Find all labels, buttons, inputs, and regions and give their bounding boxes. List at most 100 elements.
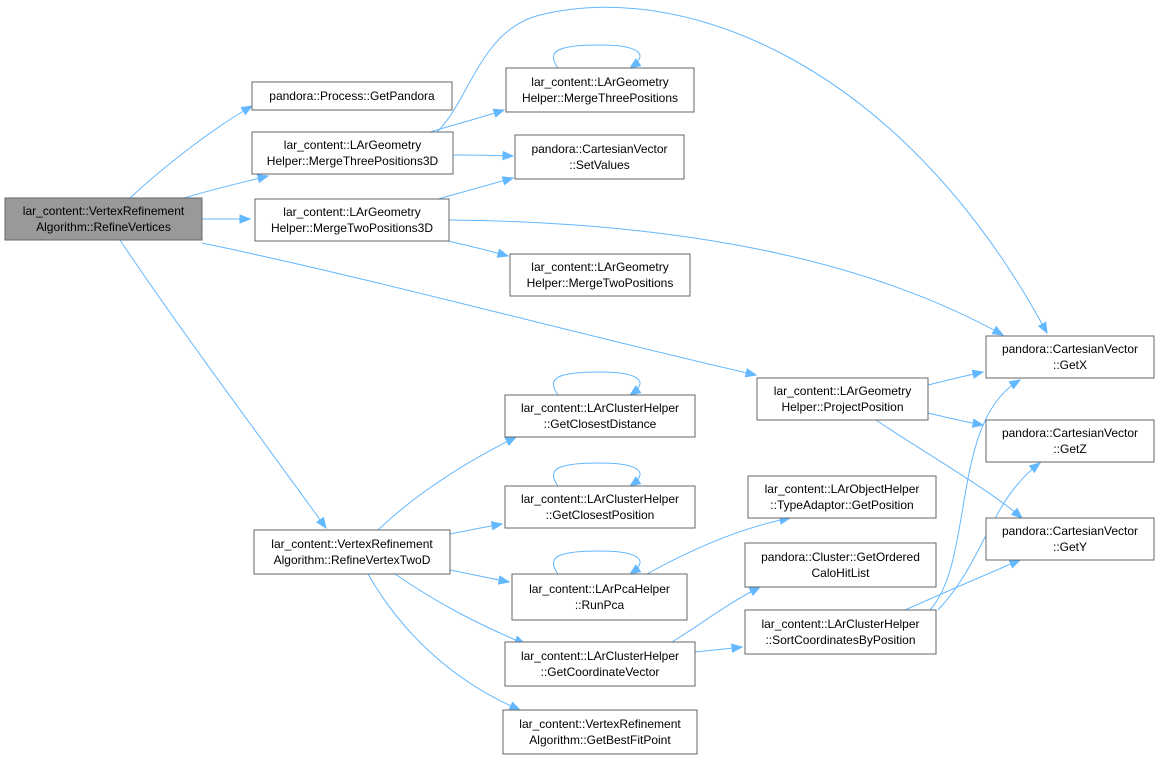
edge-get-closest-distance-to-get-closest-distance bbox=[552, 371, 642, 396]
edge-sort-coordinates-by-position-to-get-y bbox=[904, 559, 1022, 611]
edge-line bbox=[377, 436, 517, 531]
arrowhead-icon bbox=[496, 248, 510, 258]
arrowhead-icon bbox=[497, 575, 511, 585]
node-box bbox=[251, 131, 454, 175]
arrowhead-icon bbox=[501, 176, 515, 186]
node-box bbox=[744, 542, 937, 588]
arrowhead-icon bbox=[240, 105, 254, 116]
node-box bbox=[985, 517, 1155, 561]
node-label-line: Helper::MergeThreePositions bbox=[522, 91, 678, 105]
node-box bbox=[985, 419, 1155, 463]
node-label-line: pandora::Process::GetPandora bbox=[269, 89, 435, 103]
edge-line bbox=[394, 573, 526, 645]
node-label-line: CaloHitList bbox=[811, 566, 870, 580]
node-label-line: Helper::MergeTwoPositions3D bbox=[271, 221, 433, 235]
node-label-line: lar_content::LArGeometry bbox=[531, 75, 668, 89]
arrowhead-icon bbox=[239, 214, 252, 224]
node-label-line: Helper::MergeThreePositions3D bbox=[267, 154, 439, 168]
node-get-x[interactable]: pandora::CartesianVector::GetX bbox=[985, 335, 1155, 379]
edge-merge-three-3d-to-get-x bbox=[436, 6, 1048, 335]
node-label-line: lar_content::LArClusterHelper bbox=[521, 649, 679, 663]
arrowhead-icon bbox=[492, 108, 506, 118]
node-get-best-fit-point[interactable]: lar_content::VertexRefinementAlgorithm::… bbox=[502, 709, 698, 755]
node-label-line: lar_content::VertexRefinement bbox=[23, 204, 185, 218]
node-merge-three-3d[interactable]: lar_content::LArGeometryHelper::MergeThr… bbox=[251, 131, 454, 175]
node-label-line: pandora::Cluster::GetOrdered bbox=[761, 550, 920, 564]
node-refine-vertex-two-d[interactable]: lar_content::VertexRefinementAlgorithm::… bbox=[253, 529, 451, 575]
edge-get-coordinate-vector-to-sort-coordinates-by-position bbox=[694, 643, 744, 653]
arrowhead-icon bbox=[508, 701, 522, 711]
edge-merge-two-3d-to-set-values bbox=[437, 176, 515, 200]
node-sort-coordinates-by-position[interactable]: lar_content::LArClusterHelper::SortCoord… bbox=[744, 609, 937, 655]
node-type-adaptor-get-position[interactable]: lar_content::LArObjectHelper::TypeAdapto… bbox=[747, 475, 937, 519]
node-project-position[interactable]: lar_content::LArGeometryHelper::ProjectP… bbox=[756, 377, 929, 421]
edge-line bbox=[646, 517, 791, 575]
edge-line bbox=[671, 586, 761, 643]
arrowhead-icon bbox=[502, 150, 515, 161]
node-label-line: ::GetClosestDistance bbox=[544, 417, 657, 431]
arrowhead-icon bbox=[1008, 559, 1022, 569]
edge-refine-vertices-to-get-pandora bbox=[129, 105, 254, 199]
arrowhead-icon bbox=[628, 58, 642, 69]
arrowhead-icon bbox=[256, 173, 270, 184]
node-get-closest-position[interactable]: lar_content::LArClusterHelper::GetCloses… bbox=[504, 485, 696, 529]
call-graph-nodes: lar_content::VertexRefinementAlgorithm::… bbox=[4, 67, 1155, 755]
edge-merge-two-3d-to-merge-two bbox=[447, 240, 510, 258]
edge-line bbox=[119, 239, 327, 529]
node-merge-two[interactable]: lar_content::LArGeometryHelper::MergeTwo… bbox=[509, 253, 691, 297]
node-get-coordinate-vector[interactable]: lar_content::LArClusterHelper::GetCoordi… bbox=[504, 641, 696, 687]
arrowhead-icon bbox=[490, 521, 504, 531]
node-box bbox=[254, 198, 450, 242]
arrowhead-icon bbox=[744, 368, 758, 378]
edge-line bbox=[429, 109, 505, 133]
edge-get-closest-position-to-get-closest-position bbox=[552, 462, 642, 487]
node-box bbox=[4, 197, 203, 241]
node-get-closest-distance[interactable]: lar_content::LArClusterHelper::GetCloses… bbox=[504, 394, 696, 438]
edge-line bbox=[201, 242, 757, 376]
edge-line bbox=[875, 419, 1023, 519]
edge-refine-vertex-two-d-to-get-coordinate-vector bbox=[394, 573, 527, 645]
edge-line bbox=[552, 462, 641, 487]
arrowhead-icon bbox=[628, 476, 642, 487]
node-refine-vertices[interactable]: lar_content::VertexRefinementAlgorithm::… bbox=[4, 197, 203, 241]
node-set-values[interactable]: pandora::CartesianVector::SetValues bbox=[514, 134, 685, 180]
edge-line bbox=[552, 44, 641, 69]
node-box bbox=[985, 335, 1155, 379]
node-label-line: ::SetValues bbox=[569, 158, 629, 172]
edge-line bbox=[904, 559, 1021, 611]
node-label-line: Algorithm::RefineVertices bbox=[36, 220, 171, 234]
node-label-line: lar_content::LArObjectHelper bbox=[765, 482, 920, 496]
arrowhead-icon bbox=[504, 436, 518, 446]
edge-line bbox=[929, 379, 1021, 611]
edge-refine-vertex-two-d-to-get-closest-position bbox=[449, 521, 504, 535]
node-run-pca[interactable]: lar_content::LArPcaHelper::RunPca bbox=[511, 573, 688, 621]
edge-sort-coordinates-by-position-to-get-x bbox=[929, 379, 1022, 611]
edge-refine-vertex-two-d-to-run-pca bbox=[449, 569, 511, 585]
node-label-line: ::GetX bbox=[1053, 358, 1087, 372]
node-label-line: pandora::CartesianVector bbox=[1002, 426, 1138, 440]
node-get-pandora[interactable]: pandora::Process::GetPandora bbox=[251, 81, 453, 111]
edge-line bbox=[448, 219, 1004, 336]
edge-line bbox=[436, 6, 1048, 334]
edge-refine-vertices-to-refine-vertex-two-d bbox=[119, 239, 327, 530]
node-label-line: Helper::ProjectPosition bbox=[781, 400, 903, 414]
node-label-line: pandora::CartesianVector bbox=[1002, 524, 1138, 538]
node-get-z[interactable]: pandora::CartesianVector::GetZ bbox=[985, 419, 1155, 463]
edge-refine-vertex-two-d-to-get-best-fit-point bbox=[367, 573, 522, 711]
edge-line bbox=[552, 371, 641, 396]
node-label-line: pandora::CartesianVector bbox=[531, 142, 667, 156]
edge-merge-three-3d-to-merge-three bbox=[429, 108, 506, 133]
arrowhead-icon bbox=[316, 516, 327, 530]
edge-merge-three-to-merge-three bbox=[552, 44, 642, 69]
edge-refine-vertices-to-project-position bbox=[201, 242, 758, 378]
node-label-line: Helper::MergeTwoPositions bbox=[527, 276, 674, 290]
node-label-line: lar_content::LArGeometry bbox=[284, 138, 421, 152]
node-merge-three[interactable]: lar_content::LArGeometryHelper::MergeThr… bbox=[505, 67, 695, 113]
node-merge-two-3d[interactable]: lar_content::LArGeometryHelper::MergeTwo… bbox=[254, 198, 450, 242]
node-get-y[interactable]: pandora::CartesianVector::GetY bbox=[985, 517, 1155, 561]
arrowhead-icon bbox=[1028, 462, 1042, 474]
node-label-line: Algorithm::GetBestFitPoint bbox=[529, 733, 671, 747]
edge-run-pca-to-run-pca bbox=[552, 550, 642, 575]
